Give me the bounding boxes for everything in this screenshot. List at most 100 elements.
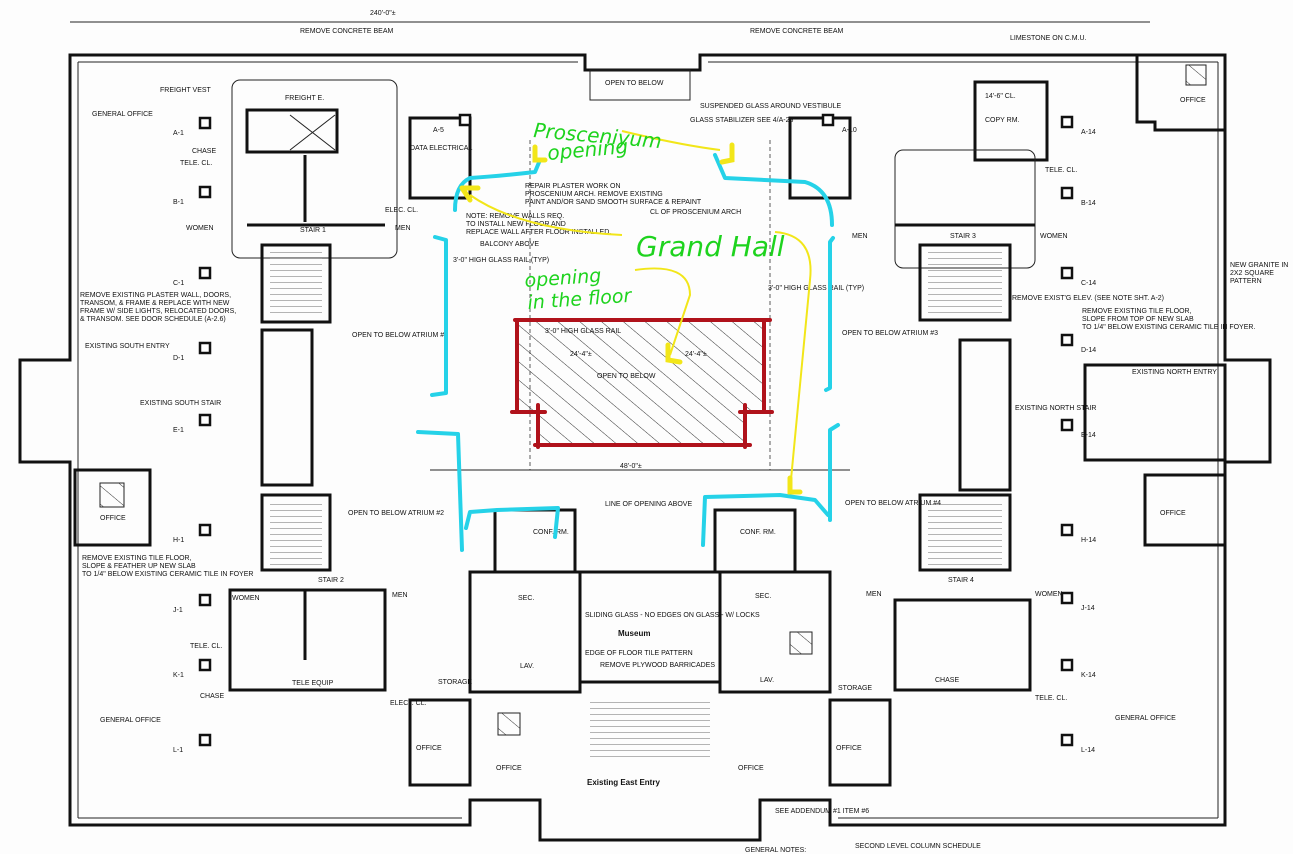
room-office-se: Office bbox=[738, 765, 764, 772]
dimension-opening-2: 24'-4"± bbox=[685, 351, 707, 358]
column-label: K-1 bbox=[173, 672, 184, 679]
room-tele-cl: Tele. Cl. bbox=[180, 160, 212, 167]
column-marker bbox=[1060, 658, 1074, 672]
general-notes-title: General notes: bbox=[745, 847, 806, 854]
room-existing-east-entry: Existing East Entry bbox=[587, 778, 660, 787]
room-freight-vest: Freight Vest bbox=[160, 87, 212, 94]
note-left-tile-3: to 1/4" below existing ceramic tile in f… bbox=[82, 571, 253, 578]
column-label: D-14 bbox=[1081, 347, 1096, 354]
room-men-1: Men bbox=[395, 225, 411, 232]
room-elec-cl: Elec. Cl. bbox=[385, 207, 418, 214]
column-label: B-1 bbox=[173, 199, 184, 206]
east-core bbox=[893, 55, 1227, 692]
column-marker bbox=[1060, 523, 1074, 537]
room-women-3: Women bbox=[1040, 233, 1068, 240]
room-general-office-se: General Office bbox=[1115, 715, 1176, 722]
room-atrium-3: Open to Below Atrium #3 bbox=[842, 330, 938, 337]
note-proscenium-2: proscenium arch. Remove existing bbox=[525, 191, 663, 198]
room-elect-cl-2: Elect. Cl. bbox=[390, 700, 427, 707]
note-sliding-glass: Sliding glass - no edges on glass - w/ l… bbox=[585, 612, 760, 619]
note-addendum: See addendum #1 item #6 bbox=[775, 808, 869, 815]
room-general-office-nw: General Office bbox=[92, 111, 153, 118]
room-freight-elev: Freight E. bbox=[285, 95, 324, 102]
note-glass-rail-center: 3'-0" high glass rail bbox=[545, 328, 621, 335]
column-marker bbox=[821, 113, 835, 127]
room-stair-2: Stair 2 bbox=[318, 577, 344, 584]
column-label: B-14 bbox=[1081, 200, 1096, 207]
room-storage-w: Storage bbox=[438, 679, 472, 686]
note-proscenium-1: Repair plaster work on bbox=[525, 183, 621, 190]
column-label: H-1 bbox=[173, 537, 184, 544]
column-label: C-14 bbox=[1081, 280, 1096, 287]
column-schedule-title: Second level column schedule bbox=[855, 843, 981, 850]
annotation-opening: opening bbox=[524, 265, 602, 292]
column-marker bbox=[198, 658, 212, 672]
column-marker bbox=[198, 185, 212, 199]
room-existing-south-entry: Existing South Entry bbox=[85, 343, 170, 350]
room-stair-3: Stair 3 bbox=[950, 233, 976, 240]
room-copy-rm: Copy Rm. bbox=[985, 117, 1020, 124]
room-office-sw: Office bbox=[416, 745, 442, 752]
note-balcony: Balcony above bbox=[480, 241, 539, 248]
note-cl-arch: CL of proscenium arch bbox=[650, 209, 741, 216]
column-marker bbox=[1060, 266, 1074, 280]
note-remove-tile-2: slope from top of new slab bbox=[1082, 316, 1194, 323]
west-core bbox=[73, 79, 398, 692]
central-structure bbox=[408, 116, 892, 787]
room-general-office-sw: General Office bbox=[100, 717, 161, 724]
room-existing-south-stair: Existing South Stair bbox=[140, 400, 221, 407]
note-new-granite: New granite in 2x2 square pattern bbox=[1230, 262, 1289, 285]
room-stair-1: Stair 1 bbox=[300, 227, 326, 234]
note-remove-beam-right: Remove concrete beam bbox=[750, 28, 844, 35]
annotation-arrows bbox=[459, 130, 812, 495]
room-chase-2: Chase bbox=[200, 693, 224, 700]
note-remove-tile-1: Remove existing tile floor, bbox=[1082, 308, 1192, 315]
room-office-w: Office bbox=[100, 515, 126, 522]
note-line-of-opening: Line of opening above bbox=[605, 501, 692, 508]
note-remove-tile-3: to 1/4" below existing ceramic tile in f… bbox=[1082, 324, 1255, 331]
room-men-4: Men bbox=[866, 591, 882, 598]
note-remove-elev: Remove exist'g elev. (see note sht. A-2) bbox=[1012, 295, 1164, 302]
room-chase: Chase bbox=[192, 148, 216, 155]
column-label: J-1 bbox=[173, 607, 183, 614]
column-marker bbox=[1060, 733, 1074, 747]
column-label: J-14 bbox=[1081, 605, 1095, 612]
column-marker bbox=[1060, 115, 1074, 129]
note-glass-rail-right: 3'-0" high glass rail (typ) bbox=[768, 285, 864, 292]
room-tele-cl-3: Tele. Cl. bbox=[1045, 167, 1077, 174]
column-marker bbox=[1060, 591, 1074, 605]
column-label: A-14 bbox=[1081, 129, 1096, 136]
column-label: H-14 bbox=[1081, 537, 1096, 544]
column-label: E-14 bbox=[1081, 432, 1096, 439]
room-men-2: Men bbox=[392, 592, 408, 599]
dimension-copy-rm: 14'-6" CL. bbox=[985, 93, 1016, 100]
annotation-grand-hall: Grand Hall bbox=[636, 230, 785, 263]
room-museum: Museum bbox=[618, 629, 650, 638]
room-office-se2: Office bbox=[836, 745, 862, 752]
room-women-2: Women bbox=[232, 595, 260, 602]
room-conf-rm-w: Conf. Rm. bbox=[533, 529, 569, 536]
note-new-granite-box: New granite in 2x2 square pattern bbox=[1230, 262, 1289, 285]
room-lav-e: Lav. bbox=[760, 677, 774, 684]
note-remove-beam-left: Remove concrete beam bbox=[300, 28, 394, 35]
exterior-walls bbox=[18, 21, 1272, 842]
room-sec-e: Sec. bbox=[755, 593, 771, 600]
note-remove-walls-3: replace wall after floor installed. bbox=[466, 229, 611, 236]
note-remove-plywood: Remove plywood barricades bbox=[600, 662, 715, 669]
column-marker bbox=[198, 341, 212, 355]
handwritten-annotations: Prosceniyum opening Grand Hall opening i… bbox=[524, 118, 785, 314]
note-left-tile-1: Remove existing tile floor, bbox=[82, 555, 192, 562]
column-label: C-1 bbox=[173, 280, 184, 287]
room-storage-e: Storage bbox=[838, 685, 872, 692]
column-label: L-1 bbox=[173, 747, 183, 754]
note-proscenium-3: paint and/or sand smooth surface & repai… bbox=[525, 199, 702, 206]
room-women-4: Women bbox=[1035, 591, 1063, 598]
note-remove-wall-2: transom, & frame & replace with new bbox=[80, 300, 230, 307]
room-open-below-top: Open to Below bbox=[605, 80, 664, 87]
room-conf-rm-e: Conf. Rm. bbox=[740, 529, 776, 536]
column-marker bbox=[198, 413, 212, 427]
room-existing-north-stair: Existing North Stair bbox=[1015, 405, 1096, 412]
room-women-1: Women bbox=[186, 225, 214, 232]
